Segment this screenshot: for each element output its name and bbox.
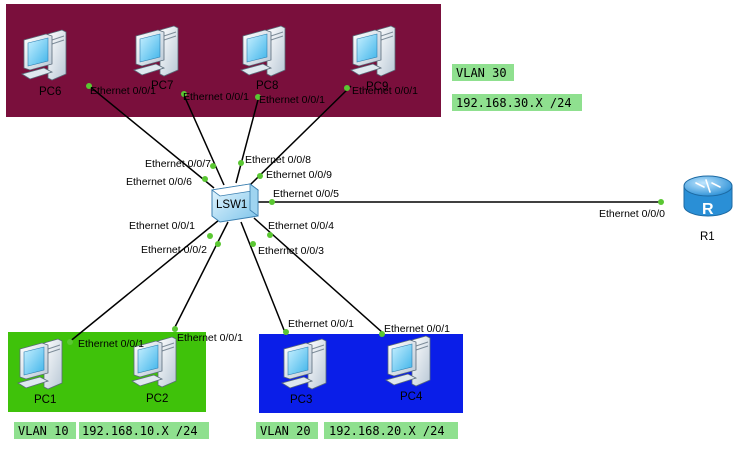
- port-dot-pc6: [86, 83, 92, 89]
- port-dot-sw-e7: [210, 163, 216, 169]
- pc8[interactable]: PC8: [240, 25, 286, 92]
- vlan30-subnet: 192.168.30.X /24: [456, 96, 572, 110]
- link-pc8-lsw1[interactable]: [235, 95, 260, 184]
- port-label-sw-e4: Ethernet 0/0/4: [268, 220, 334, 232]
- link-pc1-lsw1[interactable]: [67, 219, 220, 344]
- port-label-sw-e3: Ethernet 0/0/3: [258, 245, 324, 257]
- link-pc9-lsw1[interactable]: [249, 85, 352, 186]
- pc4[interactable]: PC4: [385, 335, 431, 403]
- port-dot-pc8: [255, 94, 261, 100]
- pc9-label: PC9: [366, 81, 388, 93]
- pc1[interactable]: PC1: [17, 338, 63, 406]
- vlan20-tag-bg: [256, 422, 318, 439]
- port-label-sw-e9: Ethernet 0/0/9: [266, 169, 332, 181]
- port-label-pc2: Ethernet 0/0/1: [177, 332, 243, 344]
- vlan20-subnet: 192.168.20.X /24: [329, 424, 445, 438]
- port-dot-pc3: [283, 329, 289, 335]
- vlan30-subnet-bg: [452, 94, 582, 111]
- port-label-sw-e6: Ethernet 0/0/6: [126, 176, 192, 188]
- pc6-label: PC6: [39, 86, 61, 98]
- port-label-pc6: Ethernet 0/0/1: [90, 85, 156, 97]
- port-dot-sw-e2: [215, 241, 221, 247]
- port-dot-pc1: [67, 339, 73, 345]
- link-pc2-lsw1[interactable]: [172, 221, 229, 332]
- port-dot-sw-e9: [257, 173, 263, 179]
- pc4-label: PC4: [400, 391, 423, 403]
- pc8-label: PC8: [256, 80, 278, 92]
- switch-icon: [211, 183, 259, 223]
- port-dot-sw-e3: [250, 241, 256, 247]
- switch-lsw1[interactable]: LSW1: [211, 183, 259, 223]
- port-dot-pc9: [344, 85, 350, 91]
- pc3[interactable]: PC3: [281, 338, 327, 406]
- port-label-pc4: Ethernet 0/0/1: [384, 323, 450, 335]
- vlan20-tags: VLAN 20 192.168.20.X /24: [256, 422, 458, 439]
- port-label-sw-e8: Ethernet 0/0/8: [245, 154, 311, 166]
- port-dot-pc4: [379, 331, 385, 337]
- port-dot-pc2: [172, 326, 178, 332]
- port-label-sw-e1: Ethernet 0/0/1: [129, 220, 195, 232]
- port-label-pc8: Ethernet 0/0/1: [259, 94, 325, 106]
- vlan10-label: VLAN 10: [18, 424, 69, 438]
- pc3-label: PC3: [290, 394, 312, 406]
- port-dot-sw-e1: [207, 233, 213, 239]
- svg-text:R: R: [702, 201, 714, 218]
- port-label-sw-e5: Ethernet 0/0/5: [273, 188, 339, 200]
- pc6[interactable]: PC6: [21, 29, 67, 98]
- port-dot-sw-e4: [267, 232, 273, 238]
- port-dots: [67, 83, 664, 345]
- port-dot-sw-e5: [269, 199, 275, 205]
- port-label-sw-e7: Ethernet 0/0/7: [145, 158, 211, 170]
- switch-label: LSW1: [216, 199, 247, 211]
- port-label-pc1: Ethernet 0/0/1: [78, 338, 144, 350]
- vlan20-label: VLAN 20: [260, 424, 311, 438]
- vlan30-tags: VLAN 30 192.168.30.X /24: [452, 64, 582, 111]
- port-dot-pc7: [181, 91, 187, 97]
- vlan20-subnet-bg: [324, 422, 458, 439]
- link-pc7-lsw1[interactable]: [182, 92, 225, 186]
- vlan30-label: VLAN 30: [456, 66, 507, 80]
- links: [67, 84, 662, 344]
- pc2[interactable]: PC2: [131, 336, 177, 405]
- vlan10-tags: VLAN 10 192.168.10.X /24: [14, 422, 209, 439]
- vlan30-tag-bg: [452, 64, 514, 81]
- port-label-pc7: Ethernet 0/0/1: [183, 91, 249, 103]
- pc7-label: PC7: [151, 80, 173, 92]
- link-pc6-lsw1[interactable]: [87, 84, 215, 189]
- port-label-pc3: Ethernet 0/0/1: [288, 318, 354, 330]
- pc1-label: PC1: [34, 394, 56, 406]
- pc9[interactable]: PC9: [350, 25, 396, 93]
- port-labels: Ethernet 0/0/1 Ethernet 0/0/1 Ethernet 0…: [78, 85, 665, 350]
- vlan10-subnet-bg: [79, 422, 209, 439]
- vlan10-tag-bg: [14, 422, 76, 439]
- port-label-sw-e2: Ethernet 0/0/2: [141, 244, 207, 256]
- port-dot-sw-e6: [202, 176, 208, 182]
- vlan10-subnet: 192.168.10.X /24: [82, 424, 198, 438]
- router-r1[interactable]: R R1: [683, 175, 733, 243]
- pc7[interactable]: PC7: [133, 25, 179, 92]
- router-icon: R: [683, 175, 733, 218]
- link-pc3-lsw1[interactable]: [240, 221, 287, 336]
- port-dot-r1: [658, 199, 664, 205]
- port-label-r1: Ethernet 0/0/0: [599, 208, 665, 220]
- port-dot-sw-e8: [238, 160, 244, 166]
- pc2-label: PC2: [146, 393, 168, 405]
- port-label-pc9: Ethernet 0/0/1: [352, 85, 418, 97]
- router-label: R1: [700, 231, 715, 243]
- link-pc4-lsw1[interactable]: [253, 217, 384, 334]
